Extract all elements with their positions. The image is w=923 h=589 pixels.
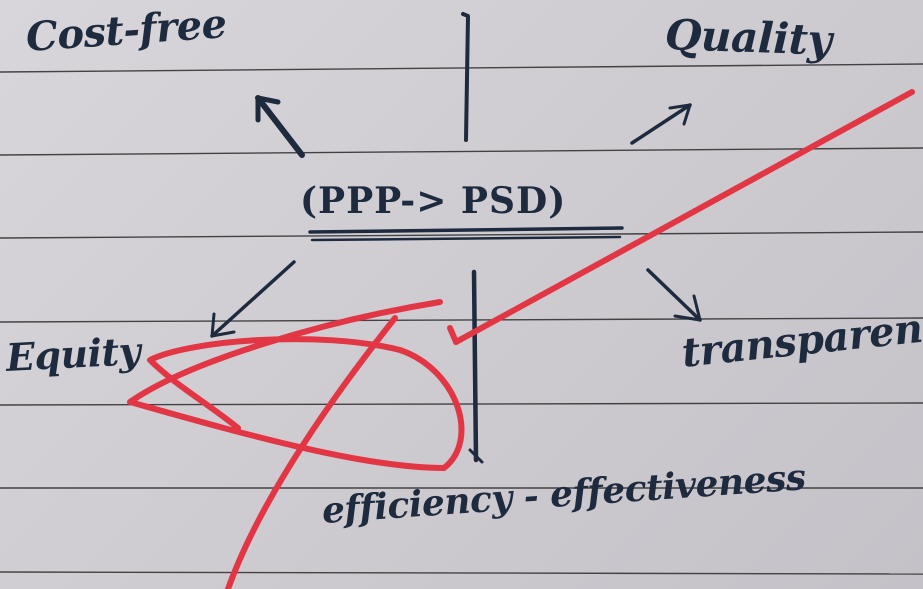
arrow-down-left (210, 260, 296, 338)
arrow-up-left (255, 95, 305, 158)
vertical-divider-bottom (471, 269, 479, 463)
ruled-lines (0, 63, 923, 575)
label-quality: Quality (664, 10, 833, 65)
ink-strokes (210, 12, 702, 464)
vertical-divider-top (461, 12, 470, 142)
ruled-line (0, 317, 923, 323)
center-underline (308, 226, 624, 234)
ruled-line (0, 571, 923, 575)
red-diagonal-line (453, 89, 915, 345)
arrow-down-right (646, 268, 702, 322)
ruled-line (0, 147, 923, 156)
red-slash (225, 315, 398, 589)
ruled-line (0, 402, 923, 406)
label-center-topic: (PPP-> PSD) (300, 180, 567, 222)
ruled-line (0, 63, 923, 73)
red-arrow-head (447, 325, 459, 345)
red-loop (127, 299, 465, 471)
ruled-line (0, 231, 923, 239)
arrow-up-right (630, 103, 692, 145)
red-scribble (127, 89, 915, 589)
label-equity: Equity (4, 328, 142, 380)
